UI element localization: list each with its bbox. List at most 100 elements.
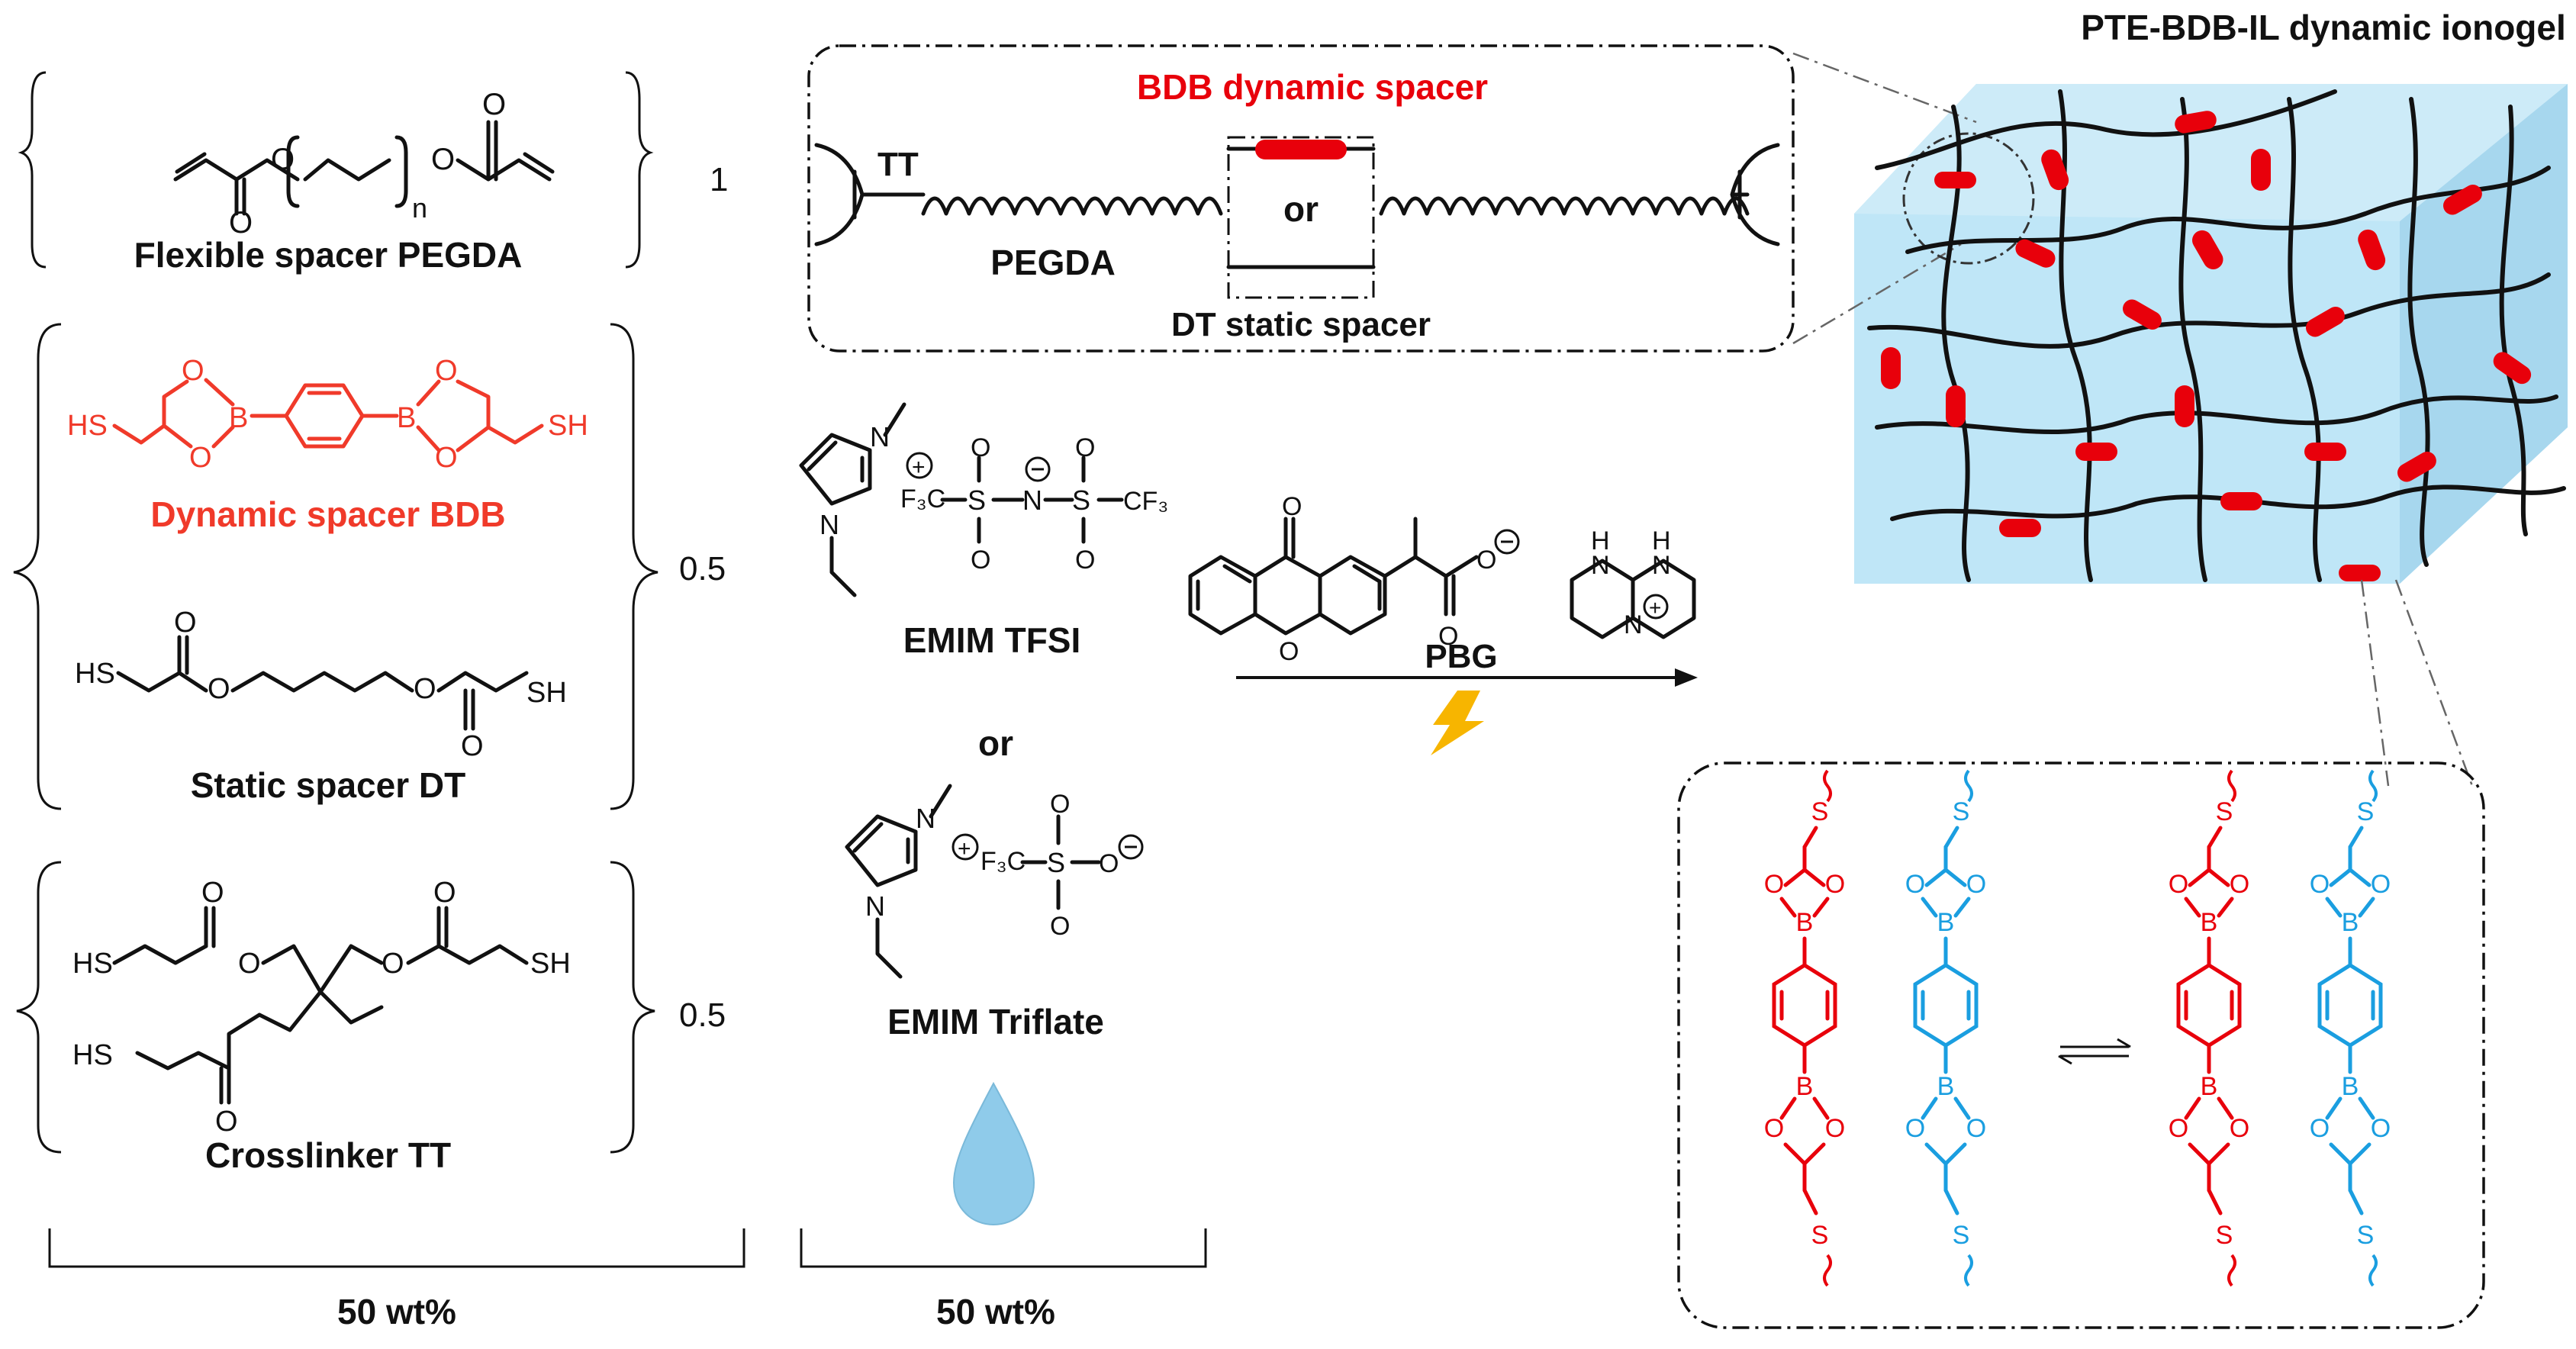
atom-o: O <box>174 607 197 639</box>
atom-o: O <box>482 88 506 121</box>
atom-o: O <box>461 730 484 762</box>
middle-or: or <box>978 723 1013 763</box>
schematic-pegda: PEGDA <box>990 243 1116 282</box>
pegda-n: n <box>412 192 427 224</box>
middle-panel: N + N F₃C S O O N S O O CF₃ <box>799 402 1698 1331</box>
atom-o: O <box>238 948 261 980</box>
atom-o: O <box>1099 849 1119 878</box>
atom-b: B <box>229 402 248 434</box>
dynamic-bonds <box>1881 111 2532 581</box>
brace-pegda-left <box>18 71 47 269</box>
zoom-line-top <box>1792 52 1977 124</box>
schematic-dt: DT static spacer <box>1171 306 1431 343</box>
equilibrium-arrow-icon <box>2058 1038 2131 1065</box>
atom-o: O <box>189 442 212 474</box>
atom-hs: HS <box>72 1039 113 1071</box>
exchange-box <box>1677 761 2485 1329</box>
triflate-anion: F₃C S O O O <box>980 790 1144 941</box>
atom-hs: HS <box>72 948 113 980</box>
svg-text:S: S <box>2216 1221 2233 1250</box>
atom-n: N <box>916 803 935 834</box>
svg-text:B: B <box>1796 1072 1814 1101</box>
atom-o: O <box>1050 790 1070 819</box>
tfsi-cf3-right: CF₃ <box>1123 487 1168 516</box>
svg-text:O: O <box>1966 870 1986 899</box>
spacer-ratio: 0.5 <box>679 550 726 588</box>
atom-o: O <box>433 877 456 909</box>
tt-structure: HS O O O O SH O HS <box>72 877 571 1138</box>
svg-text:B: B <box>1937 908 1955 937</box>
atom-o: O <box>1282 492 1302 521</box>
schematic-box <box>807 44 1795 353</box>
atom-o: O <box>431 143 455 176</box>
atom-o: O <box>382 948 404 980</box>
svg-text:O: O <box>2310 870 2330 899</box>
svg-text:O: O <box>1764 1114 1784 1143</box>
atom-n: N <box>1652 551 1671 580</box>
atom-o: O <box>208 673 230 705</box>
emim-cation-1: N + N <box>799 402 933 597</box>
pegda-label: Flexible spacer PEGDA <box>134 235 523 275</box>
atom-n: N <box>1591 551 1610 580</box>
bdb-structure: HS O O B B O O SH <box>67 355 588 474</box>
atom-h: H <box>1652 526 1671 555</box>
svg-text:B: B <box>2342 1072 2359 1101</box>
left-panel: O O n O O Flexible spacer PEGDA 1 HS O O <box>13 71 745 1331</box>
atom-n: N <box>819 509 839 540</box>
atom-h: H <box>1591 526 1610 555</box>
atom-o: O <box>215 1106 238 1138</box>
atom-sh: SH <box>526 677 567 709</box>
svg-text:O: O <box>2169 1114 2188 1143</box>
brace-spacer-right <box>610 323 658 810</box>
brace-spacer-left <box>13 323 62 810</box>
atom-o: O <box>1075 433 1095 462</box>
spacer-schematic: BDB dynamic spacer TT PEGDA or DT static… <box>807 44 1795 353</box>
svg-text:O: O <box>2310 1114 2330 1143</box>
atom-o: O <box>229 206 253 240</box>
pbg-label: PBG <box>1425 638 1497 675</box>
atom-o: O <box>435 442 458 474</box>
svg-text:O: O <box>1905 1114 1925 1143</box>
zoom-circle <box>1902 132 2035 265</box>
bdb-label: Dynamic spacer BDB <box>150 494 505 534</box>
spacer-dash-box <box>1227 136 1375 299</box>
atom-o: O <box>1075 546 1095 575</box>
triflate-cf3: F₃C <box>980 847 1026 876</box>
tt-junction-left <box>814 143 926 246</box>
svg-text:B: B <box>2201 908 2218 937</box>
tt-ratio: 0.5 <box>679 996 726 1034</box>
brace-tt-left <box>16 861 62 1154</box>
emim-triflate-label: EMIM Triflate <box>887 1002 1104 1042</box>
atom-n: N <box>870 421 890 452</box>
tt-label: Crosslinker TT <box>205 1135 451 1175</box>
svg-text:S: S <box>1953 797 1970 826</box>
middle-bottom-bracket <box>800 1228 1207 1268</box>
lightning-icon <box>1431 691 1484 755</box>
left-bottom-bracket <box>48 1228 745 1268</box>
dt-structure: HS O O O O SH <box>75 607 567 762</box>
svg-text:S: S <box>2357 1221 2375 1250</box>
svg-text:O: O <box>1905 870 1925 899</box>
svg-text:S: S <box>1811 1221 1829 1250</box>
atom-n: N <box>865 890 885 922</box>
droplet-icon <box>952 1081 1035 1226</box>
atom-o: O <box>271 143 295 176</box>
pbg-structure: O O O O H N H N N + <box>1188 492 1696 666</box>
svg-text:+: + <box>958 836 971 861</box>
svg-text:S: S <box>2216 797 2233 826</box>
ionogel-title: PTE-BDB-IL dynamic ionogel <box>2081 8 2566 47</box>
atom-o: O <box>1438 622 1458 651</box>
atom-o: O <box>971 433 990 462</box>
schematic-or: or <box>1283 189 1319 229</box>
atom-b: B <box>397 402 416 434</box>
svg-text:O: O <box>2371 870 2391 899</box>
tfsi-cf3-left: F₃C <box>900 485 945 514</box>
atom-o: O <box>182 355 204 387</box>
svg-text:B: B <box>1796 908 1814 937</box>
atom-o: O <box>1279 637 1299 666</box>
atom-o: O <box>414 673 436 705</box>
atom-o: O <box>201 877 224 909</box>
atom-hs: HS <box>75 658 115 690</box>
atom-sh: SH <box>548 410 588 442</box>
svg-text:O: O <box>1764 870 1784 899</box>
